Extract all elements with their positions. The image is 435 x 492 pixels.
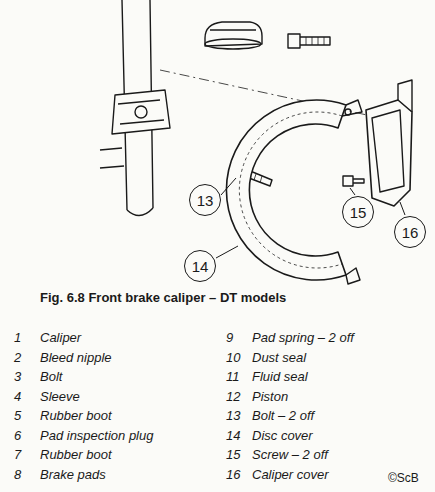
- callout-circle: 14: [184, 250, 216, 282]
- part-name: Screw – 2 off: [252, 447, 328, 463]
- key-number: 10: [226, 350, 240, 366]
- key-number: 8: [14, 467, 21, 483]
- part-name: Sleeve: [40, 389, 80, 405]
- part-name: Brake pads: [40, 467, 106, 483]
- part-name: Fluid seal: [252, 369, 308, 385]
- part-name: Rubber boot: [40, 447, 112, 463]
- callout-circle: 13: [189, 184, 221, 216]
- key-number: 12: [226, 389, 240, 405]
- part-name: Disc cover: [252, 428, 313, 444]
- key-number: 13: [226, 408, 240, 424]
- key-number: 14: [226, 428, 240, 444]
- key-number: 7: [14, 447, 21, 463]
- key-number: 9: [226, 330, 233, 346]
- key-number: 11: [226, 369, 240, 385]
- key-number: 2: [14, 350, 21, 366]
- figure-caption: Fig. 6.8 Front brake caliper – DT models: [40, 290, 286, 305]
- callout-number: 13: [197, 192, 214, 209]
- part-name: Dust seal: [252, 350, 306, 366]
- key-number: 16: [226, 467, 240, 483]
- key-number: 1: [14, 330, 21, 346]
- copyright-mark: ©ScB: [388, 470, 419, 486]
- key-number: 3: [14, 369, 21, 385]
- part-name: Caliper: [40, 330, 81, 346]
- callout-circle: 15: [342, 196, 374, 228]
- part-name: Caliper cover: [252, 467, 329, 483]
- part-name: Bleed nipple: [40, 350, 112, 366]
- callout-number: 14: [192, 258, 209, 275]
- part-name: Rubber boot: [40, 408, 112, 424]
- key-number: 4: [14, 389, 21, 405]
- part-name: Pad inspection plug: [40, 428, 153, 444]
- callout-number: 16: [402, 224, 419, 241]
- part-name: Bolt – 2 off: [252, 408, 314, 424]
- callout-circle: 16: [394, 216, 426, 248]
- key-number: 6: [14, 428, 21, 444]
- part-name: Piston: [252, 389, 288, 405]
- key-number: 5: [14, 408, 21, 424]
- part-name: Pad spring – 2 off: [252, 330, 354, 346]
- key-number: 15: [226, 447, 240, 463]
- callout-number: 15: [350, 204, 367, 221]
- part-name: Bolt: [40, 369, 62, 385]
